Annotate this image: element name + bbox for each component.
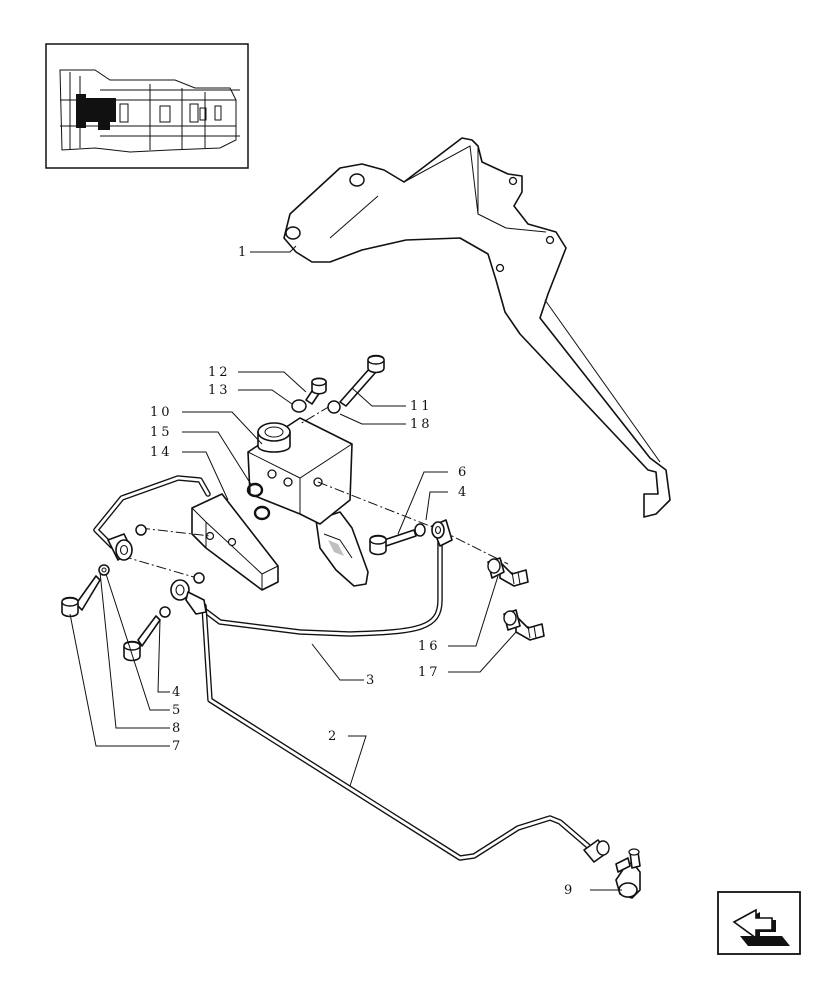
upper-pipe-loop	[93, 475, 211, 549]
callout-1: 1	[238, 245, 249, 260]
part-10-valve-block	[247, 417, 369, 587]
part-1-bracket	[283, 137, 671, 518]
washer-13	[291, 399, 307, 413]
bolt-11	[339, 354, 385, 407]
o-ring-lower	[253, 505, 271, 521]
o-ring-upper	[246, 482, 264, 498]
callout-18: 18	[410, 417, 433, 432]
callout-15: 15	[150, 425, 173, 440]
bolt-6	[369, 529, 417, 556]
pipe-end-nut	[583, 839, 610, 863]
part-9-elbow-fitting	[615, 848, 641, 899]
washer-18	[327, 400, 341, 414]
callout-11: 11	[410, 399, 433, 414]
washer-center-1	[193, 572, 205, 584]
washer-left-3	[101, 567, 107, 573]
bolt-12	[305, 377, 327, 405]
banjo-fitting-right	[431, 519, 453, 547]
callout-13: 13	[208, 383, 231, 398]
fitting-16	[487, 557, 529, 587]
callout-2: 2	[328, 729, 339, 744]
callout-4-left: 4	[172, 685, 183, 700]
washer-right	[414, 523, 426, 537]
callout-10: 10	[150, 405, 173, 420]
previous-page-arrow-icon[interactable]	[717, 891, 801, 955]
callout-12: 12	[208, 365, 231, 380]
washer-left-1	[135, 524, 147, 536]
callout-9: 9	[564, 883, 575, 898]
callout-3: 3	[366, 673, 377, 688]
fitting-17	[503, 609, 545, 641]
banjo-fitting-left	[107, 533, 133, 561]
callout-4-right: 4	[458, 485, 469, 500]
part-14-spacer-plate	[191, 493, 279, 591]
bolt-4-left	[123, 615, 161, 662]
callout-17: 17	[418, 665, 441, 680]
washer-center-2	[159, 606, 171, 618]
part-2-pipe	[201, 603, 591, 861]
callout-5: 5	[172, 703, 183, 718]
callout-7: 7	[172, 739, 183, 754]
callout-8: 8	[172, 721, 183, 736]
banjo-fitting-center	[170, 579, 207, 615]
bolt-7	[61, 575, 101, 618]
transmission-location-thumbnail	[45, 43, 249, 169]
callout-16: 16	[418, 639, 441, 654]
callout-14: 14	[150, 445, 173, 460]
callout-6: 6	[458, 465, 469, 480]
part-3-pipe	[201, 529, 443, 637]
callout-labels: 1 2 3 4 4 5 6 7 8 9 10 11 12 13 14 15 16…	[150, 245, 575, 898]
leader-lines	[69, 245, 622, 891]
